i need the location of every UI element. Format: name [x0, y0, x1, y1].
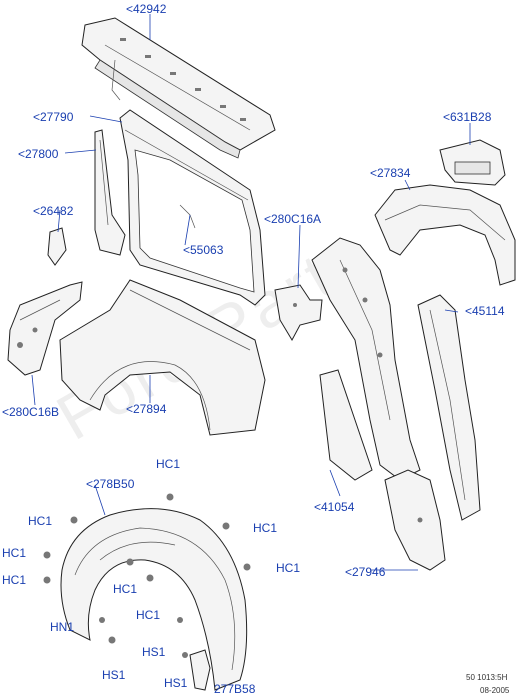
- label-hc1-left-2[interactable]: HC1: [2, 546, 27, 560]
- label-278B50[interactable]: <278B50: [86, 477, 135, 491]
- part-280C16B[interactable]: [7, 281, 83, 376]
- label-42942[interactable]: <42942: [126, 2, 167, 16]
- label-41054[interactable]: <41054: [314, 500, 355, 514]
- part-27800[interactable]: [94, 129, 126, 256]
- label-280C16A[interactable]: <280C16A: [264, 212, 322, 226]
- part-280C16A[interactable]: [274, 284, 323, 342]
- label-hc1-left-3[interactable]: HC1: [2, 573, 27, 587]
- label-hc1-right-1[interactable]: HC1: [253, 521, 278, 535]
- label-hs1-b[interactable]: HS1: [142, 645, 166, 659]
- label-hc1-top[interactable]: HC1: [156, 457, 181, 471]
- label-27946[interactable]: <27946: [345, 565, 386, 579]
- label-hn1[interactable]: HN1: [50, 620, 75, 634]
- label-631B28[interactable]: <631B28: [443, 110, 492, 124]
- footer-ref: 50 1013:5H: [466, 673, 508, 682]
- part-27894[interactable]: [59, 279, 266, 436]
- label-hc1-mid-2[interactable]: HC1: [136, 608, 161, 622]
- label-hc1-left-1[interactable]: HC1: [28, 514, 53, 528]
- part-45114[interactable]: [417, 294, 481, 521]
- label-hc1-right-2[interactable]: HC1: [276, 561, 301, 575]
- label-27800[interactable]: <27800: [18, 147, 59, 161]
- footer-date: 08-2005: [480, 686, 510, 695]
- label-hs1-a[interactable]: HS1: [102, 668, 126, 682]
- part-631B28[interactable]: [439, 139, 506, 186]
- label-hs1-c[interactable]: HS1: [164, 676, 188, 690]
- label-45114[interactable]: <45114: [465, 304, 505, 318]
- label-26482[interactable]: <26482: [33, 204, 74, 218]
- label-hc1-mid-1[interactable]: HC1: [113, 582, 138, 596]
- label-280C16B[interactable]: <280C16B: [2, 405, 60, 419]
- label-277B58[interactable]: 277B58: [214, 682, 256, 696]
- part-26482[interactable]: [47, 227, 67, 266]
- label-27834[interactable]: <27834: [370, 166, 411, 180]
- part-277B58[interactable]: [189, 649, 211, 691]
- part-278B50[interactable]: [60, 508, 248, 691]
- label-27790[interactable]: <27790: [33, 110, 74, 124]
- part-41054[interactable]: [311, 237, 421, 481]
- label-27894[interactable]: <27894: [126, 402, 167, 416]
- clips: [43, 493, 251, 658]
- part-27946[interactable]: [384, 469, 446, 571]
- leader-lines: [31, 14, 471, 571]
- part-27790[interactable]: [119, 109, 266, 306]
- label-55063[interactable]: <55063: [183, 243, 224, 257]
- part-27834[interactable]: [374, 184, 516, 286]
- part-42942[interactable]: [81, 17, 276, 159]
